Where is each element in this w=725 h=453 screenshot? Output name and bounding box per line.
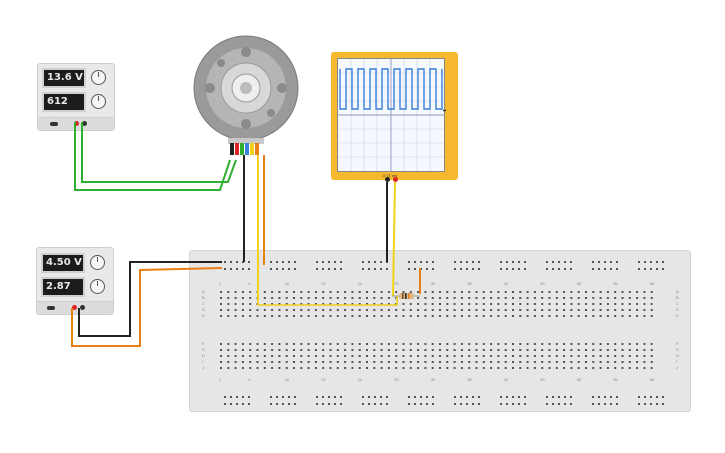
supply-motor-negative-terminal[interactable] (82, 121, 87, 126)
oscilloscope[interactable]: ▮ 0.71 ms (331, 52, 458, 182)
svg-text:15: 15 (321, 281, 326, 286)
supply-motor-power-switch[interactable] (50, 122, 58, 126)
power-supply-breadboard[interactable]: 4.50 V 2.87 mA (36, 247, 114, 315)
svg-text:60: 60 (650, 281, 655, 286)
svg-text:25: 25 (394, 377, 399, 382)
scope-negative-probe[interactable] (385, 177, 390, 182)
svg-text:B: B (202, 295, 205, 300)
svg-text:A: A (202, 289, 205, 294)
svg-text:D: D (676, 307, 679, 312)
svg-text:J: J (202, 365, 204, 370)
supply-bb-voltage-display: 4.50 V (41, 253, 85, 273)
svg-text:35: 35 (467, 281, 472, 286)
svg-text:C: C (202, 301, 205, 306)
supply-bb-negative-terminal[interactable] (80, 305, 85, 310)
supply-bb-current-knob[interactable] (90, 279, 105, 294)
svg-text:G: G (202, 347, 205, 352)
svg-text:45: 45 (540, 281, 545, 286)
svg-text:30: 30 (431, 281, 436, 286)
svg-text:60: 60 (650, 377, 655, 382)
svg-text:F: F (676, 341, 679, 346)
svg-text:35: 35 (467, 377, 472, 382)
svg-text:1: 1 (219, 377, 222, 382)
supply-bb-power-switch[interactable] (47, 306, 55, 310)
svg-text:25: 25 (394, 281, 399, 286)
svg-text:50: 50 (577, 281, 582, 286)
svg-text:E: E (676, 313, 679, 318)
svg-text:5: 5 (248, 377, 251, 382)
svg-text:55: 55 (613, 281, 618, 286)
svg-text:40: 40 (504, 281, 509, 286)
supply-motor-positive-terminal[interactable] (74, 121, 79, 126)
breadboard-holes: 1155101015152020252530303535404045455050… (202, 261, 679, 405)
svg-text:B: B (676, 295, 679, 300)
supply-bb-positive-terminal[interactable] (72, 305, 77, 310)
oscilloscope-screen (337, 58, 445, 172)
svg-text:20: 20 (358, 281, 363, 286)
supply-motor-voltage-knob[interactable] (91, 70, 106, 85)
supply-motor-current-knob[interactable] (91, 94, 106, 109)
svg-text:I: I (676, 359, 677, 364)
svg-text:D: D (202, 307, 205, 312)
svg-text:G: G (676, 347, 679, 352)
supply-bb-voltage-knob[interactable] (90, 255, 105, 270)
svg-text:A: A (676, 289, 679, 294)
svg-text:I: I (202, 359, 203, 364)
scope-time-label: 0.71 ms (383, 173, 398, 178)
svg-text:J: J (676, 365, 678, 370)
svg-text:H: H (202, 353, 205, 358)
svg-text:30: 30 (431, 377, 436, 382)
svg-text:55: 55 (613, 377, 618, 382)
svg-text:10: 10 (285, 377, 290, 382)
dc-motor[interactable] (190, 32, 305, 164)
svg-text:10: 10 (285, 281, 290, 286)
svg-text:H: H (676, 353, 679, 358)
svg-text:15: 15 (321, 377, 326, 382)
svg-text:E: E (202, 313, 205, 318)
svg-text:20: 20 (358, 377, 363, 382)
svg-text:40: 40 (504, 377, 509, 382)
svg-text:F: F (202, 341, 205, 346)
supply-motor-voltage-display: 13.6 V (42, 68, 86, 88)
scope-positive-probe[interactable] (393, 177, 398, 182)
svg-text:50: 50 (577, 377, 582, 382)
svg-text:1: 1 (219, 281, 222, 286)
svg-text:45: 45 (540, 377, 545, 382)
oscilloscope-trace (338, 59, 444, 171)
svg-text:5: 5 (248, 281, 251, 286)
svg-text:C: C (676, 301, 679, 306)
